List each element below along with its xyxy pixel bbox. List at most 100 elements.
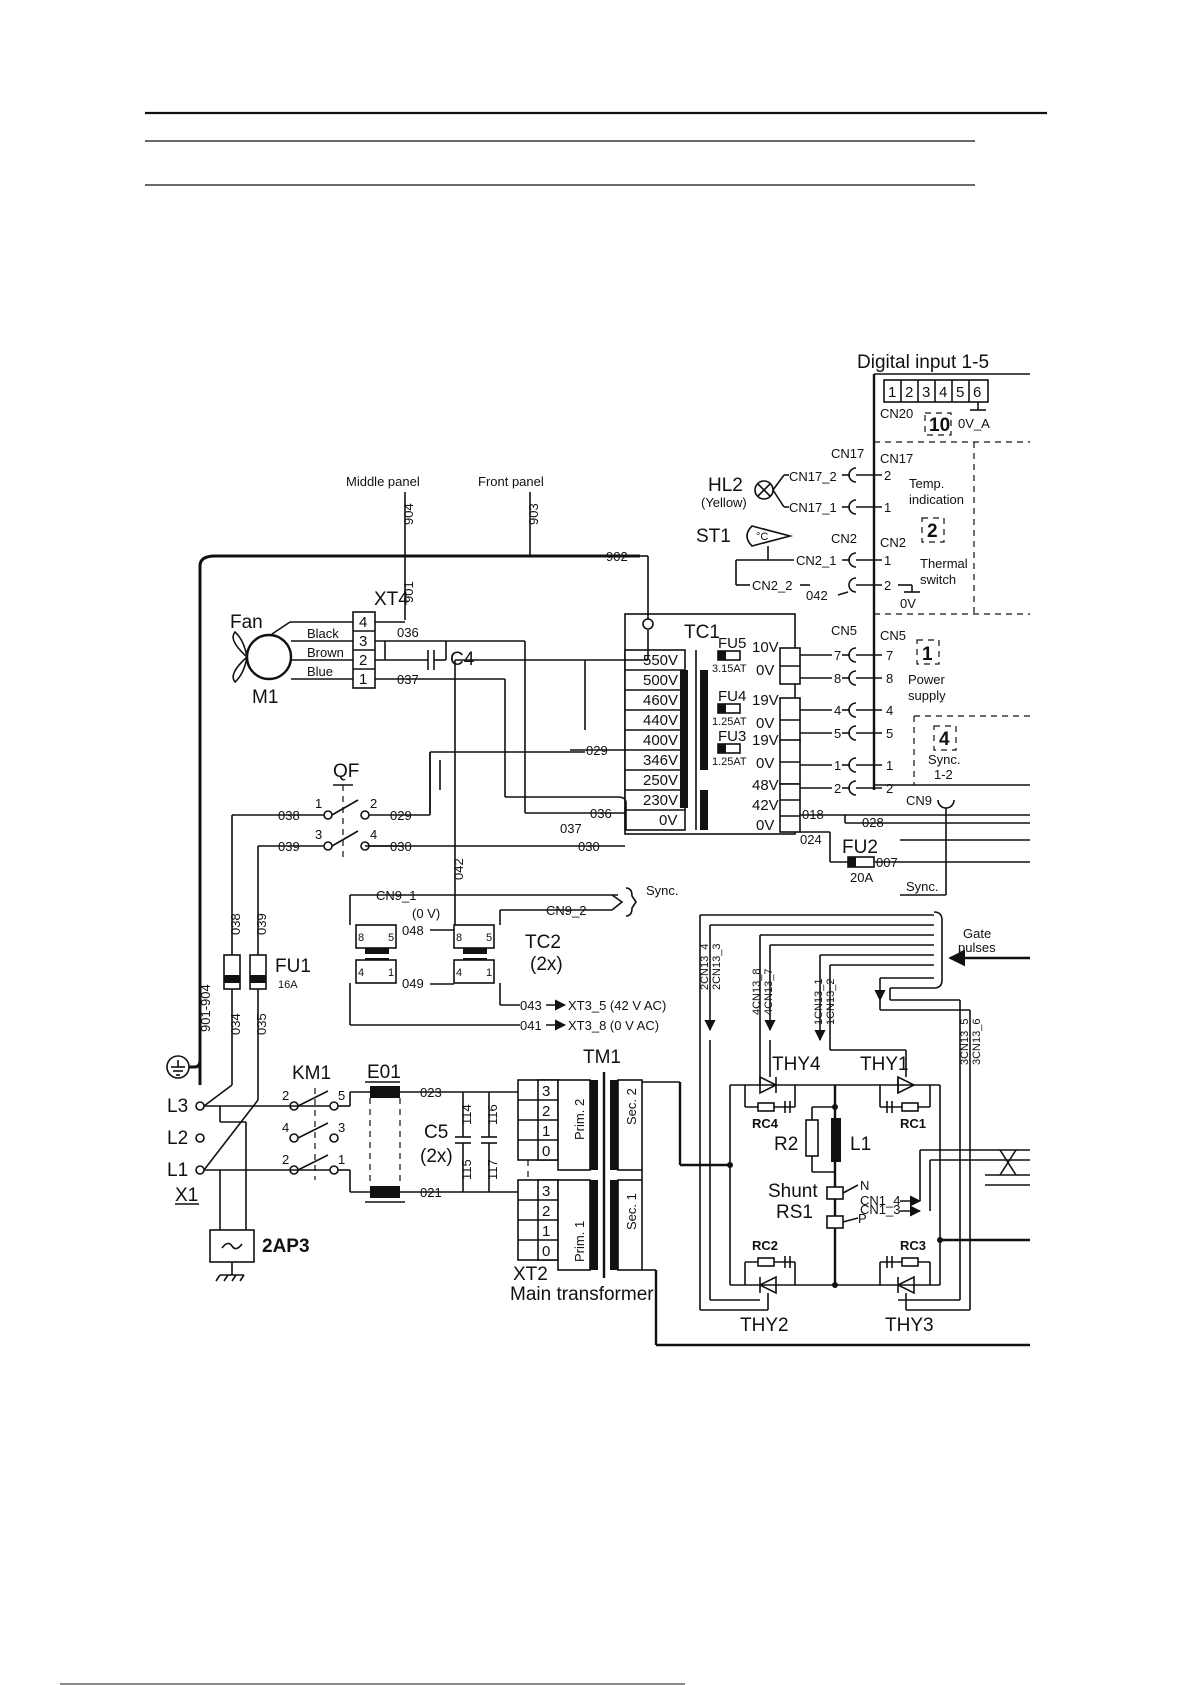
x1-label: X1 [175, 1185, 198, 1206]
cn5-pin-5: 5 [886, 726, 893, 741]
wire-117-label: 117 [485, 1159, 500, 1180]
cn9-1-label: CN9_1 [376, 888, 416, 903]
tap-400v: 400V [643, 732, 678, 749]
cn20-pin-5: 5 [956, 384, 964, 401]
km1-pin-2: 2 [282, 1152, 289, 1167]
km1-contactor: KM1 2 5 4 3 2 1 [282, 1063, 370, 1193]
rs1-label: RS1 [776, 1202, 813, 1223]
wire-5-label: 5 [834, 726, 841, 741]
digital-input-label: Digital input 1-5 [857, 352, 989, 373]
thermal-label-2: switch [920, 572, 956, 587]
wire-903-label: 903 [526, 503, 541, 525]
xt4-pin-1: 1 [359, 671, 367, 688]
filter-icon [221, 1242, 243, 1250]
wire-023-label: 023 [420, 1085, 442, 1100]
fu3-label: FU3 [718, 728, 746, 745]
3cn13-5-label: 3CN13_5 [959, 1019, 971, 1065]
sync-block-label-1: Sync. [928, 752, 961, 767]
tap-250v: 250V [643, 772, 678, 789]
temp-indication-label-2: indication [909, 492, 964, 507]
wire-904-label: 904 [401, 503, 416, 525]
tc2a-pin-5: 5 [388, 932, 394, 944]
km1-pin-1: 1 [338, 1152, 345, 1167]
km1-pin-4: 4 [282, 1120, 289, 1135]
tap-440v: 440V [643, 712, 678, 729]
wire-902-label: 902 [606, 549, 628, 564]
qf-pin-4: 4 [370, 827, 377, 842]
block-1-label: 1 [922, 644, 933, 665]
xt2-upper-1: 1 [542, 1123, 550, 1140]
block-4-label: 4 [939, 729, 950, 750]
wire-038-label: 038 [278, 808, 300, 823]
fu4-label: FU4 [718, 688, 746, 705]
sync-label-right: Sync. [906, 879, 939, 894]
tc2b-pin-4: 4 [456, 967, 462, 979]
km1-label: KM1 [292, 1063, 331, 1084]
thy3-icon [896, 1275, 915, 1295]
fu1-rating: 16A [278, 979, 298, 991]
wire-4-label: 4 [834, 703, 841, 718]
2ap3-label: 2AP3 [262, 1236, 310, 1257]
wire-037-top-label: 037 [397, 672, 419, 687]
tc2b-pin-1: 1 [486, 967, 492, 979]
tc1-label: TC1 [684, 622, 720, 643]
c5-label: C5 [424, 1122, 448, 1143]
main-transformer: 3 2 1 0 3 2 1 0 XT2 Prim. 2 Prim. 1 TM1 … [510, 1047, 1030, 1347]
cn9-2-label: CN9_2 [546, 903, 586, 918]
thermostat-degc: °C [756, 531, 768, 543]
power-supply-section: CN5 CN5 1 Power supply 4 Sync. 1-2 7 8 4… [800, 623, 961, 796]
cn9-sync: CN9 Sync. [900, 793, 955, 896]
km1-pin-6: 2 [282, 1088, 289, 1103]
tc2b-pin-8: 8 [456, 932, 462, 944]
cn2-top-label: CN2 [831, 531, 857, 546]
wire-036-tc1-label: 036 [590, 806, 612, 821]
wire-043-label: 043 [520, 998, 542, 1013]
l1-label: L1 [167, 1160, 188, 1181]
wire-038-vertical: 038 [228, 913, 243, 935]
cn1-3-label: CN1_3 [860, 1202, 900, 1217]
c5-qty-label: (2x) [420, 1146, 453, 1167]
out-48v: 48V [752, 777, 779, 794]
cn20-pin-6: 6 [973, 384, 981, 401]
rc2-label: RC2 [752, 1238, 778, 1253]
tm1-label: TM1 [583, 1047, 621, 1068]
1cn13-2-label: 1CN13_2 [825, 979, 837, 1025]
e01-filter: E01 023 021 [365, 1062, 540, 1203]
fan-label: Fan [230, 612, 263, 633]
qf-breaker: QF 1 2 3 4 038 039 029 030 038 039 [228, 752, 431, 1085]
page-header-rules [145, 111, 1047, 186]
cn2-1-label: CN2_1 [796, 553, 836, 568]
thermal-switch-section: CN2 CN2 1 2 0V Thermal switch °C ST1 CN2… [696, 525, 968, 611]
control-board: Digital input 1-5 [857, 352, 1030, 790]
cn2-board-label: CN2 [880, 535, 906, 550]
thy3-label: THY3 [885, 1315, 934, 1336]
wire-042-label: 042 [451, 858, 466, 880]
shunt-label: Shunt [768, 1181, 818, 1202]
fan-motor-icon [245, 633, 293, 681]
out-42v: 42V [752, 797, 779, 814]
cn1-4-label: CN1_4 [860, 1193, 900, 1208]
tc1-wiring: 018 028 024 007 FU2 20A 029 036 037 030 [365, 630, 1030, 930]
xt4-label: XT4 [374, 589, 409, 610]
xt2-label: XT2 [513, 1264, 548, 1285]
4cn13-8-label: 4CN13_8 [751, 969, 763, 1015]
xt2-upper-3: 3 [542, 1083, 550, 1100]
wire-029-label: 029 [390, 808, 412, 823]
xt4-pin-3: 3 [359, 633, 367, 650]
fan-section: XT4 4 3 2 1 Fan M1 Black Brown Blue 036 … [230, 589, 525, 708]
gate-label-1: Gate [963, 926, 991, 941]
cn2-pin-2: 2 [884, 578, 891, 593]
tap-230v: 230V [643, 792, 678, 809]
wire-7-label: 7 [834, 648, 841, 663]
middle-panel-label: Middle panel [346, 474, 420, 489]
cn20-pin-4: 4 [939, 384, 947, 401]
hl2-color-label: (Yellow) [701, 495, 747, 510]
mains-input: L3 L2 L1 X1 2AP3 [166, 1055, 330, 1282]
wire-007-label: 007 [876, 855, 898, 870]
m1-label: M1 [252, 687, 278, 708]
ov-a-label: 0V_A [958, 416, 990, 431]
tc1-transformer: TC1 550V 500V 460V 440V 400V 346V 250V 2… [624, 613, 801, 835]
tap-460v: 460V [643, 692, 678, 709]
l2-label: L2 [167, 1128, 188, 1149]
thermostat-icon [746, 525, 794, 547]
